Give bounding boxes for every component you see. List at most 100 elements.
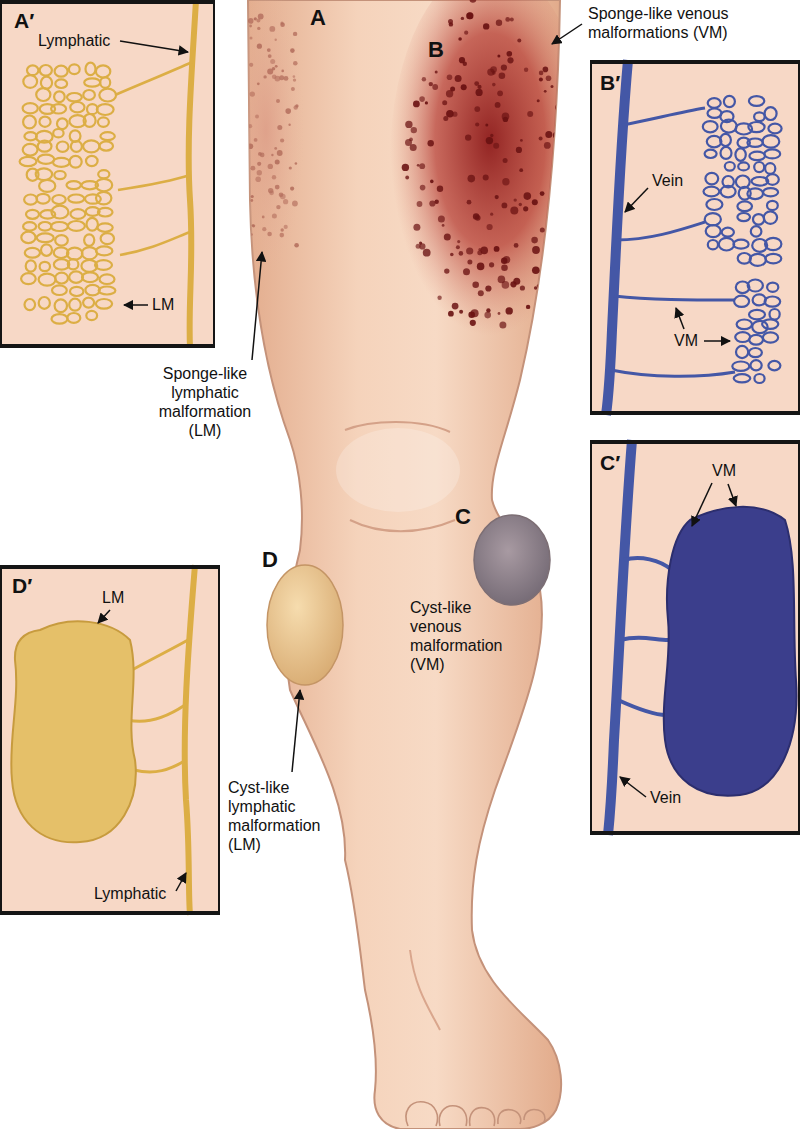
lymphatic-loop <box>52 285 67 295</box>
venous-dot <box>545 131 552 138</box>
venous-dot <box>473 213 479 219</box>
lymphatic-dot <box>270 59 275 64</box>
inset-ground <box>0 0 215 348</box>
venous-dot <box>419 242 422 245</box>
lymphatic-vessel <box>189 0 196 348</box>
lymphatic-loop <box>68 259 79 269</box>
lymphatic-dot <box>272 67 276 71</box>
vein-branch <box>611 370 735 376</box>
venous-dot <box>499 322 506 329</box>
venous-dot <box>503 158 508 163</box>
venous-dot <box>442 100 447 105</box>
lymphatic-loop <box>69 64 80 74</box>
lymphatic-dot <box>293 61 298 66</box>
venous-dot <box>540 279 544 283</box>
leader-arrow <box>676 308 684 329</box>
venous-dot <box>539 136 543 140</box>
venous-loop <box>721 147 732 159</box>
venous-dot <box>524 68 528 72</box>
lymphatic-dot <box>281 70 284 73</box>
venous-loop <box>719 238 734 251</box>
lymphatic-loop <box>100 274 115 284</box>
lymphatic-loop <box>98 223 113 231</box>
inset-ground <box>590 440 800 835</box>
venous-dot <box>442 224 445 227</box>
venous-loop <box>734 374 751 382</box>
venous-dot <box>526 305 530 309</box>
knee-contour <box>350 520 455 531</box>
cyst-venous <box>474 515 550 605</box>
lymphatic-loop <box>70 209 85 219</box>
toe <box>498 1110 521 1124</box>
lymphatic-dot <box>277 125 282 130</box>
venous-dot <box>452 303 459 310</box>
lymphatic-dot <box>275 76 281 82</box>
venous-loop <box>737 320 752 330</box>
venous-dot <box>417 164 420 167</box>
venous-dot <box>455 75 462 82</box>
lymphatic-dot <box>252 224 255 227</box>
part-label: VM <box>674 332 698 350</box>
venous-dot <box>514 198 517 201</box>
lymphatic-dot <box>250 199 253 202</box>
venous-network <box>703 96 782 383</box>
venous-dot <box>501 264 508 271</box>
toes <box>406 1102 545 1126</box>
lymphatic-loop <box>51 104 66 113</box>
toe <box>470 1108 495 1126</box>
venous-loop <box>767 283 778 292</box>
leader-arrow <box>124 304 148 306</box>
venous-loop <box>703 121 718 132</box>
lymphatic-dot <box>280 233 285 238</box>
vein <box>606 60 628 415</box>
venous-dot <box>452 112 457 117</box>
lymphatic-loop <box>69 299 81 311</box>
venous-dot <box>477 263 485 271</box>
lymphatic-dot <box>257 82 260 85</box>
venous-dot <box>450 253 454 257</box>
lymphatic-loop <box>21 232 35 243</box>
venous-loop <box>725 162 735 171</box>
venous-dot <box>510 206 518 214</box>
panel-letter: A′ <box>14 10 34 32</box>
venous-stain <box>390 0 590 355</box>
callout-letter: A <box>310 6 326 30</box>
venous-loop <box>737 213 750 221</box>
lymphatic-dot <box>269 26 275 32</box>
lymphatic-dots <box>248 14 299 248</box>
lymphatic-loop <box>20 157 37 166</box>
venous-loop <box>751 360 762 370</box>
venous-dot <box>466 13 473 20</box>
lymphatic-dot <box>283 199 288 204</box>
lymphatic-loop <box>36 88 50 101</box>
lymphatic-dot <box>267 48 271 52</box>
lymphatic-loop <box>55 79 67 88</box>
lymphatic-branch <box>128 705 185 721</box>
lymphatic-dot <box>288 124 290 126</box>
venous-loop <box>734 296 749 307</box>
venous-dot <box>499 73 506 80</box>
venous-dot <box>450 87 455 92</box>
venous-dot <box>456 245 460 249</box>
part-label: Vein <box>650 789 681 807</box>
venous-cyst <box>664 507 797 796</box>
venous-dot <box>437 296 441 300</box>
venous-dot <box>489 262 494 267</box>
venous-dot <box>497 90 503 96</box>
lymphatic-loop <box>55 273 68 284</box>
lymphatic-dot <box>267 232 272 237</box>
lymphatic-stain <box>228 0 304 280</box>
lymphatic-dot <box>249 63 253 67</box>
venous-dot <box>467 12 474 19</box>
venous-dot <box>435 200 439 204</box>
vein-branch <box>624 558 672 570</box>
venous-loop <box>704 187 720 197</box>
venous-loop <box>722 228 734 237</box>
venous-dot <box>505 17 510 22</box>
venous-dot <box>502 203 508 209</box>
lymphatic-loop <box>84 234 94 246</box>
venous-dot <box>459 251 464 256</box>
lymphatic-dot <box>263 75 266 78</box>
venous-dot <box>461 84 467 90</box>
venous-dot <box>501 64 507 70</box>
